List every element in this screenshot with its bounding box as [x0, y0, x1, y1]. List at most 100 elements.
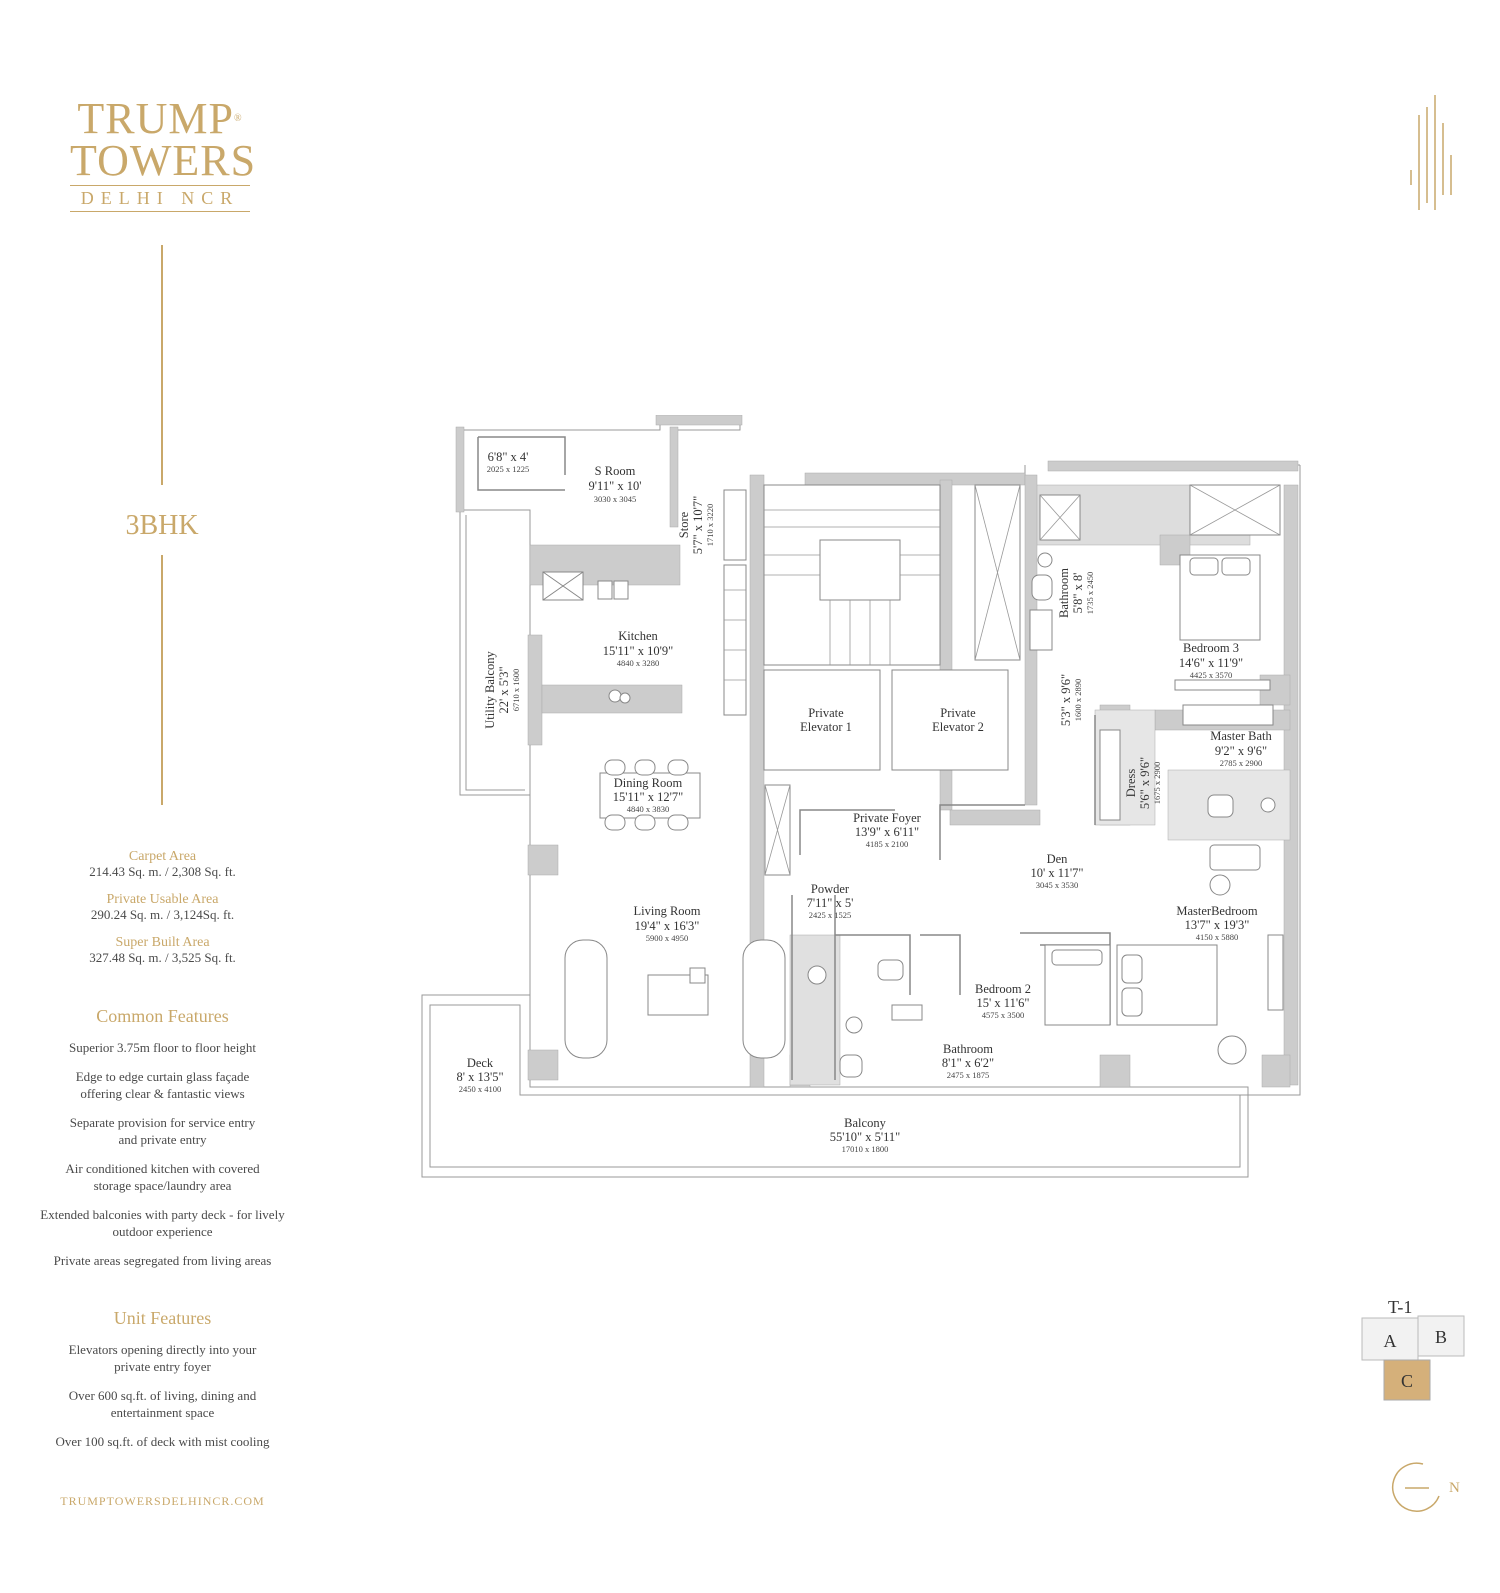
bedroom-3-metric: 4425 x 3570	[1190, 670, 1233, 680]
kitchen-dim: 15'11" x 10'9"	[603, 644, 674, 658]
small-room-metric: 2025 x 1225	[487, 464, 530, 474]
master-bedroom-dim: 13'7" x 19'3"	[1185, 918, 1250, 932]
powder-name: Powder	[811, 882, 850, 896]
feature-item: Elevators opening directly into your pri…	[68, 1342, 257, 1374]
divider-top	[161, 245, 163, 485]
living-room-metric: 5900 x 4950	[646, 933, 689, 943]
bedroom-3-dim: 14'6" x 11'9"	[1179, 656, 1243, 670]
super-built-area-label: Super Built Area	[115, 935, 210, 950]
divider-bottom	[161, 555, 163, 805]
brand-line-3: DELHI NCR	[70, 185, 250, 212]
store-name: Store	[677, 511, 691, 538]
private-elevator-2-shaft	[891, 669, 1009, 771]
kitchen-name: Kitchen	[618, 629, 658, 643]
feature-item: Edge to edge curtain glass façade offeri…	[75, 1069, 250, 1101]
dress-name: Dress	[1124, 769, 1138, 798]
key-unit-c	[1383, 1359, 1431, 1401]
master-bath-metric: 2785 x 2900	[1220, 758, 1263, 768]
living-room-dim: 19'4" x 16'3"	[635, 919, 700, 933]
feature-item: Extended balconies with party deck - for…	[40, 1207, 285, 1239]
private-foyer-name: Private Foyer	[853, 811, 922, 825]
key-unit-c-label: C	[1401, 1371, 1413, 1391]
floor-plan: 6'8" x 4' 2025 x 1225 S Room 9'11" x 10'…	[421, 415, 1301, 1178]
s-room-name: S Room	[595, 464, 636, 478]
north-compass-icon: N	[1391, 1462, 1460, 1512]
unit-features-title: Unit Features	[113, 1308, 212, 1328]
common-features: Common Features Superior 3.75m floor to …	[30, 1006, 295, 1281]
website-link[interactable]: TRUMPTOWERSDELHINCR.COM	[60, 1494, 265, 1508]
utility-balcony-name: Utility Balcony	[483, 651, 497, 729]
den-name: Den	[1047, 852, 1069, 866]
outer-wall	[459, 419, 741, 1087]
powder-dim: 7'11" x 5'	[807, 896, 854, 910]
balcony-name: Balcony	[844, 1116, 886, 1130]
deck-metric: 2450 x 4100	[459, 1084, 502, 1094]
master-bath-name: Master Bath	[1210, 729, 1272, 743]
bedroom-2-metric: 4575 x 3500	[982, 1010, 1025, 1020]
key-unit-b-label: B	[1435, 1327, 1447, 1347]
dining-room-name: Dining Room	[614, 776, 683, 790]
carpet-area-value: 214.43 Sq. m. / 2,308 Sq. ft.	[89, 864, 236, 879]
den-dim: 10' x 11'7"	[1031, 866, 1084, 880]
feature-item: Over 100 sq.ft. of deck with mist coolin…	[55, 1434, 270, 1449]
deck-dim: 8' x 13'5"	[456, 1070, 503, 1084]
bathroom-3-dim: 5'8" x 8'	[1071, 573, 1085, 614]
kitchen-metric: 4840 x 3280	[617, 658, 660, 668]
dress-dim: 5'6" x 9'6"	[1138, 757, 1152, 809]
dining-room-dim: 15'11" x 12'7"	[613, 790, 684, 804]
tower-mark-icon	[1410, 95, 1452, 210]
deck-name: Deck	[467, 1056, 494, 1070]
registered-mark: ®	[233, 113, 243, 124]
private-foyer-dim: 13'9" x 6'11"	[855, 825, 919, 839]
outer-wall-east	[530, 465, 1301, 1096]
dining-room-metric: 4840 x 3830	[627, 804, 670, 814]
private-elevator-1-name-line2: Elevator 1	[800, 720, 852, 734]
master-bedroom-name: MasterBedroom	[1176, 904, 1258, 918]
store-dim: 5'7" x 10'7"	[691, 496, 705, 554]
powder-metric: 2425 x 1525	[809, 910, 852, 920]
bathroom-2-metric: 2475 x 1875	[947, 1070, 990, 1080]
private-usable-area-label: Private Usable Area	[106, 892, 219, 907]
balcony-dim: 55'10" x 5'11"	[830, 1130, 901, 1144]
s-room-dim: 9'11" x 10'	[589, 479, 642, 493]
s-room-metric: 3030 x 3045	[594, 494, 637, 504]
private-elevator-2-name-line2: Elevator 2	[932, 720, 984, 734]
bathroom-3-metric: 1735 x 2450	[1085, 572, 1095, 615]
utility-balcony-dim: 22' x 5'3"	[497, 666, 511, 713]
feature-item: Superior 3.75m floor to floor height	[68, 1040, 257, 1055]
bathroom-2-name: Bathroom	[943, 1042, 993, 1056]
key-unit-b	[1417, 1315, 1465, 1357]
passage-dim: 5'3" x 9'6"	[1059, 674, 1073, 726]
feature-item: Air conditioned kitchen with covered sto…	[65, 1161, 260, 1193]
bathroom-3-name: Bathroom	[1057, 568, 1071, 618]
compass-north-label: N	[1449, 1480, 1460, 1496]
bedroom-3-name: Bedroom 3	[1183, 641, 1239, 655]
unit-features: Unit Features Elevators opening directly…	[30, 1308, 295, 1462]
living-room-name: Living Room	[633, 904, 700, 918]
bedroom-2-dim: 15' x 11'6"	[977, 996, 1030, 1010]
den-metric: 3045 x 3530	[1036, 880, 1079, 890]
dress-metric: 1675 x 2900	[1152, 762, 1162, 805]
private-usable-area-value: 290.24 Sq. m. / 3,124Sq. ft.	[90, 907, 235, 922]
bathroom-2-dim: 8'1" x 6'2"	[942, 1056, 994, 1070]
passage-metric: 1600 x 2890	[1073, 679, 1083, 722]
private-elevator-1-shaft	[763, 669, 881, 771]
utility-balcony-metric: 6710 x 1600	[511, 669, 521, 712]
unit-type-title: 3BHK	[125, 510, 199, 541]
key-unit-a-label: A	[1384, 1331, 1397, 1351]
area-summary: Carpet Area 214.43 Sq. m. / 2,308 Sq. ft…	[40, 849, 285, 978]
utility-balcony-outline	[459, 510, 530, 796]
feature-item: Separate provision for service entry and…	[69, 1115, 256, 1147]
private-foyer-metric: 4185 x 2100	[866, 839, 909, 849]
key-plan: A B C	[1361, 1315, 1465, 1401]
feature-item: Private areas segregated from living are…	[53, 1253, 272, 1268]
key-plan-tower: T-1	[1388, 1297, 1413, 1317]
brand-line-1: TRUMP	[77, 94, 234, 143]
bedroom-2-name: Bedroom 2	[975, 982, 1031, 996]
common-features-title: Common Features	[96, 1006, 229, 1026]
feature-item: Over 600 sq.ft. of living, dining and en…	[68, 1388, 257, 1420]
private-elevator-1-name-line1: Private	[808, 706, 844, 720]
master-bedroom-metric: 4150 x 5880	[1196, 932, 1239, 942]
master-bath-dim: 9'2" x 9'6"	[1215, 744, 1267, 758]
carpet-area-label: Carpet Area	[128, 849, 197, 864]
